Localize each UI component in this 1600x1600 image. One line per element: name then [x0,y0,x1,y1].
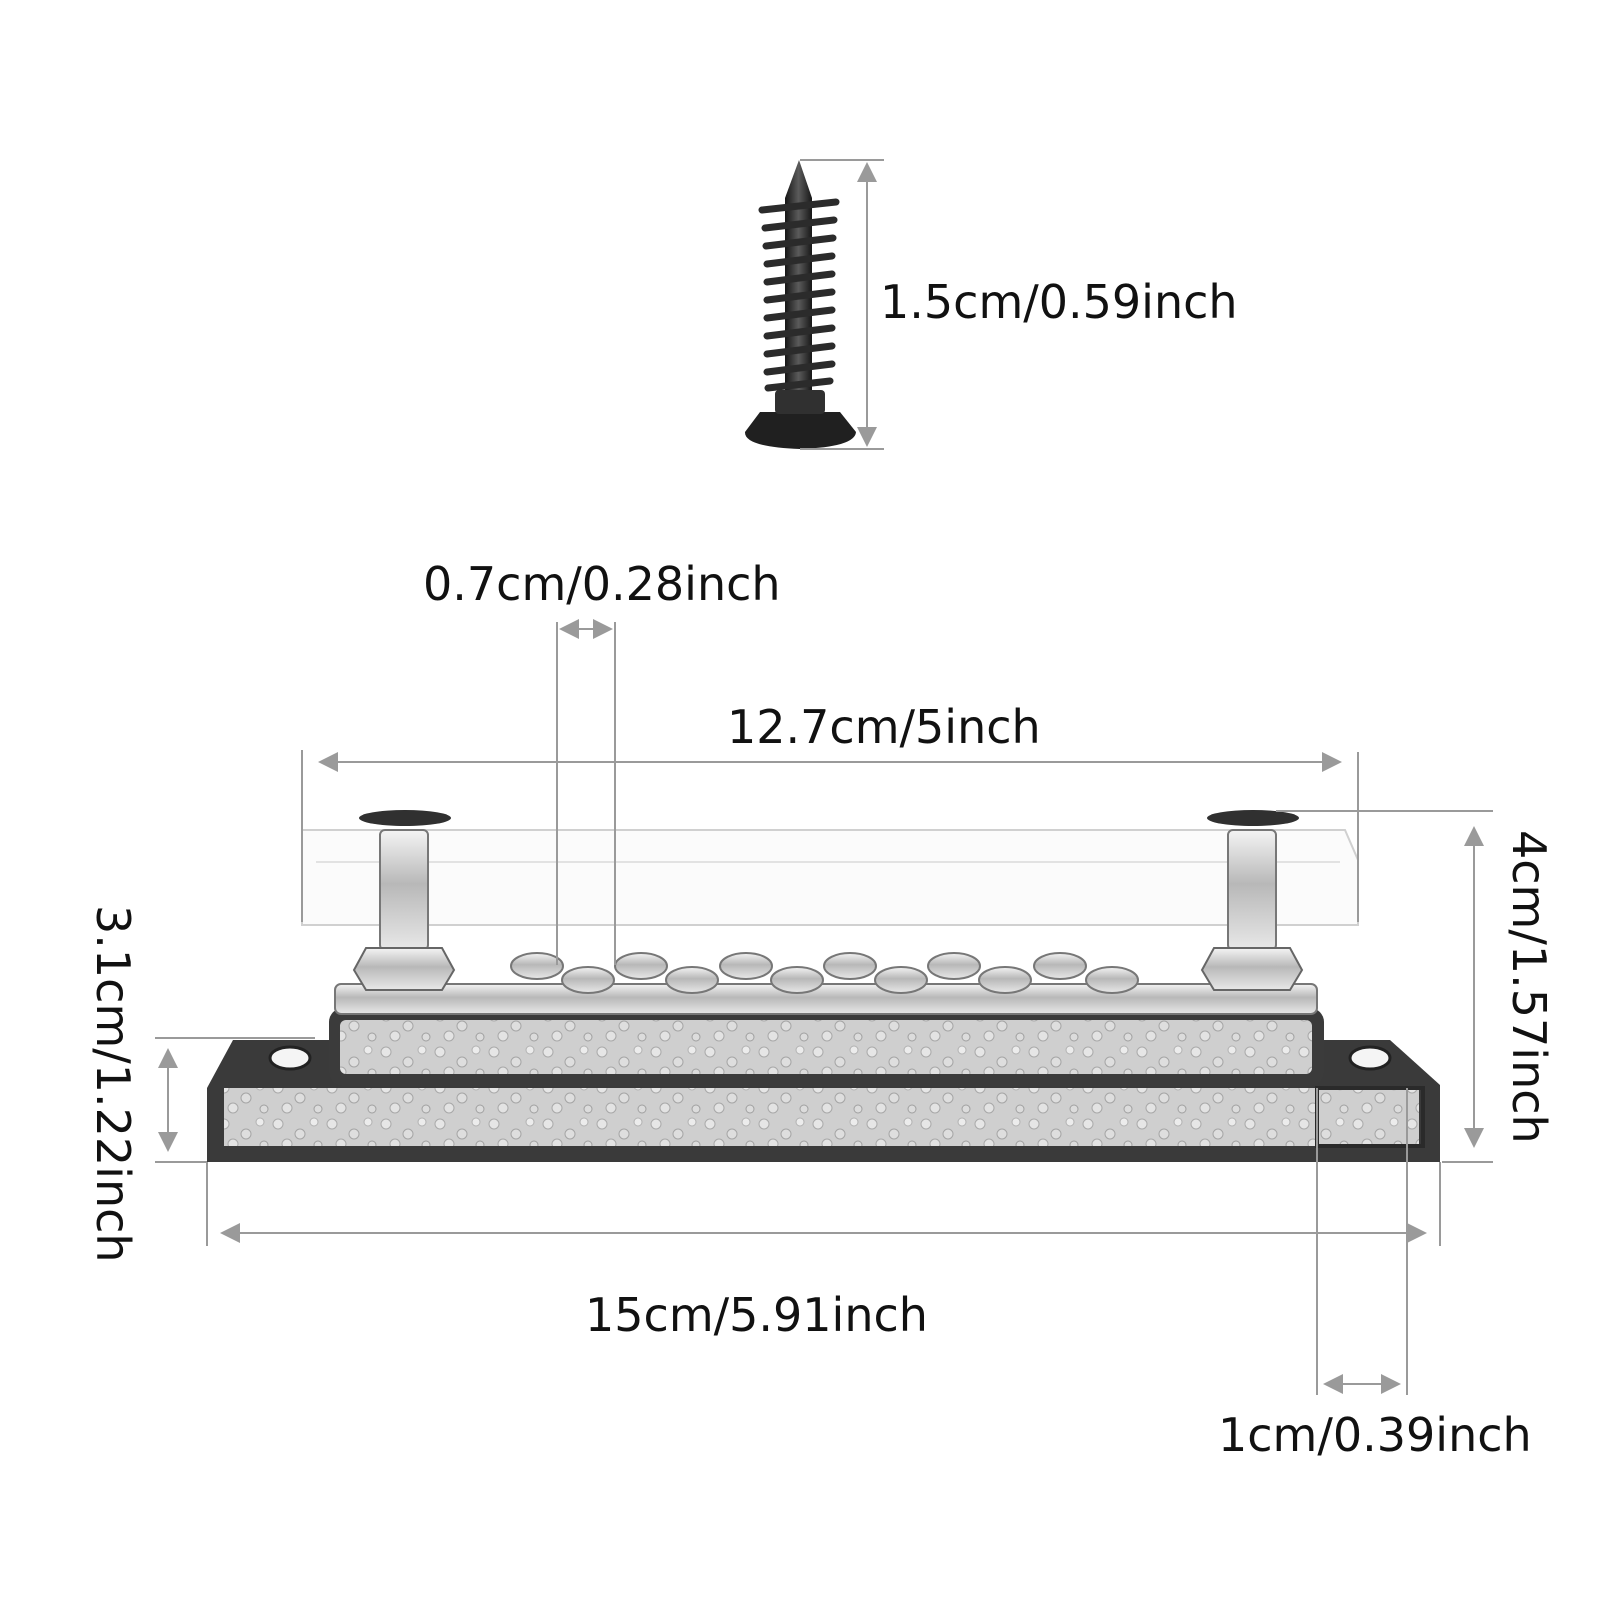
cover-width-dimension [301,750,1359,922]
base-width-dimension [206,1162,1441,1246]
base-height-label: 3.1cm/1.22inch [86,905,140,1263]
base-height-dimension [155,1037,315,1163]
mount-hole-offset-dimension [1316,1088,1408,1395]
terminal-spacing-label: 0.7cm/0.28inch [423,557,781,611]
terminal-spacing-dimension [556,619,616,965]
base-width-label: 15cm/5.91inch [585,1288,928,1342]
screw-length-label: 1.5cm/0.59inch [880,275,1238,329]
busbar-icon [207,810,1440,1162]
screw-icon [744,160,856,449]
mount-hole-offset-label: 1cm/0.39inch [1218,1408,1532,1462]
terminal-screws [510,952,1139,994]
screw-length-dimension [800,159,884,450]
total-height-label: 4cm/1.57inch [1502,830,1556,1144]
total-height-dimension [1276,810,1493,1163]
cover-width-label: 12.7cm/5inch [727,700,1041,754]
